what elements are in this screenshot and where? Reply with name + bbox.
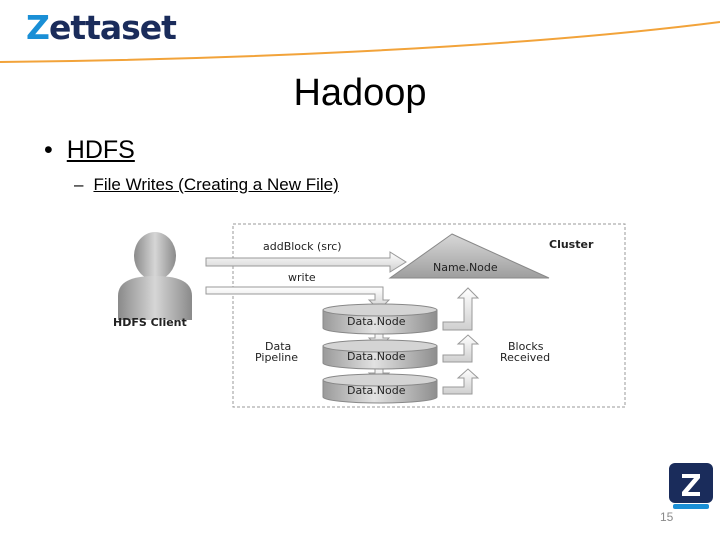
namenode-label: Name.Node [433, 261, 498, 274]
datanode-1-label: Data.Node [347, 315, 406, 328]
datanode-2: Data.Node [322, 339, 438, 370]
cluster-boundary [232, 223, 626, 408]
sub-bullet-text: File Writes (Creating a New File) [93, 175, 339, 194]
page-number: 15 [660, 510, 674, 524]
pipeline-label-line2: Pipeline [255, 351, 298, 364]
blocks-received-arrow-1 [442, 287, 480, 331]
write-label: write [288, 271, 316, 284]
slide-title: Hadoop [293, 72, 427, 114]
cluster-label: Cluster [549, 238, 594, 251]
user-silhouette-icon [118, 232, 192, 320]
blocks-received-line2: Received [500, 351, 550, 364]
datanode-3: Data.Node [322, 373, 438, 404]
hdfs-client-label: HDFS Client [113, 316, 187, 329]
pipeline-label-line1: Data [265, 340, 291, 353]
bullet-dot-icon: • [44, 136, 53, 164]
header-divider [0, 21, 720, 63]
zettaset-corner-icon [669, 463, 713, 509]
sub-bullet-file-writes: –File Writes (Creating a New File) [74, 175, 339, 195]
hdfs-write-diagram: Cluster HDFS Client Name.Node addBlock (… [113, 223, 626, 408]
blocks-received-line1: Blocks [508, 340, 544, 353]
bullet-hdfs-text: HDFS [66, 136, 135, 164]
add-block-arrow [205, 251, 407, 273]
zettaset-logo: Zettaset [26, 8, 177, 47]
add-block-label: addBlock (src) [263, 240, 342, 253]
blocks-received-arrow-2 [442, 334, 480, 363]
datanode-2-label: Data.Node [347, 350, 406, 363]
datanode-3-label: Data.Node [347, 384, 406, 397]
namenode-triangle [388, 233, 550, 279]
bullet-hdfs: • HDFS [44, 136, 135, 165]
blocks-received-arrow-3 [442, 368, 480, 395]
dash-marker: – [74, 175, 84, 194]
datanode-1: Data.Node [322, 303, 438, 335]
